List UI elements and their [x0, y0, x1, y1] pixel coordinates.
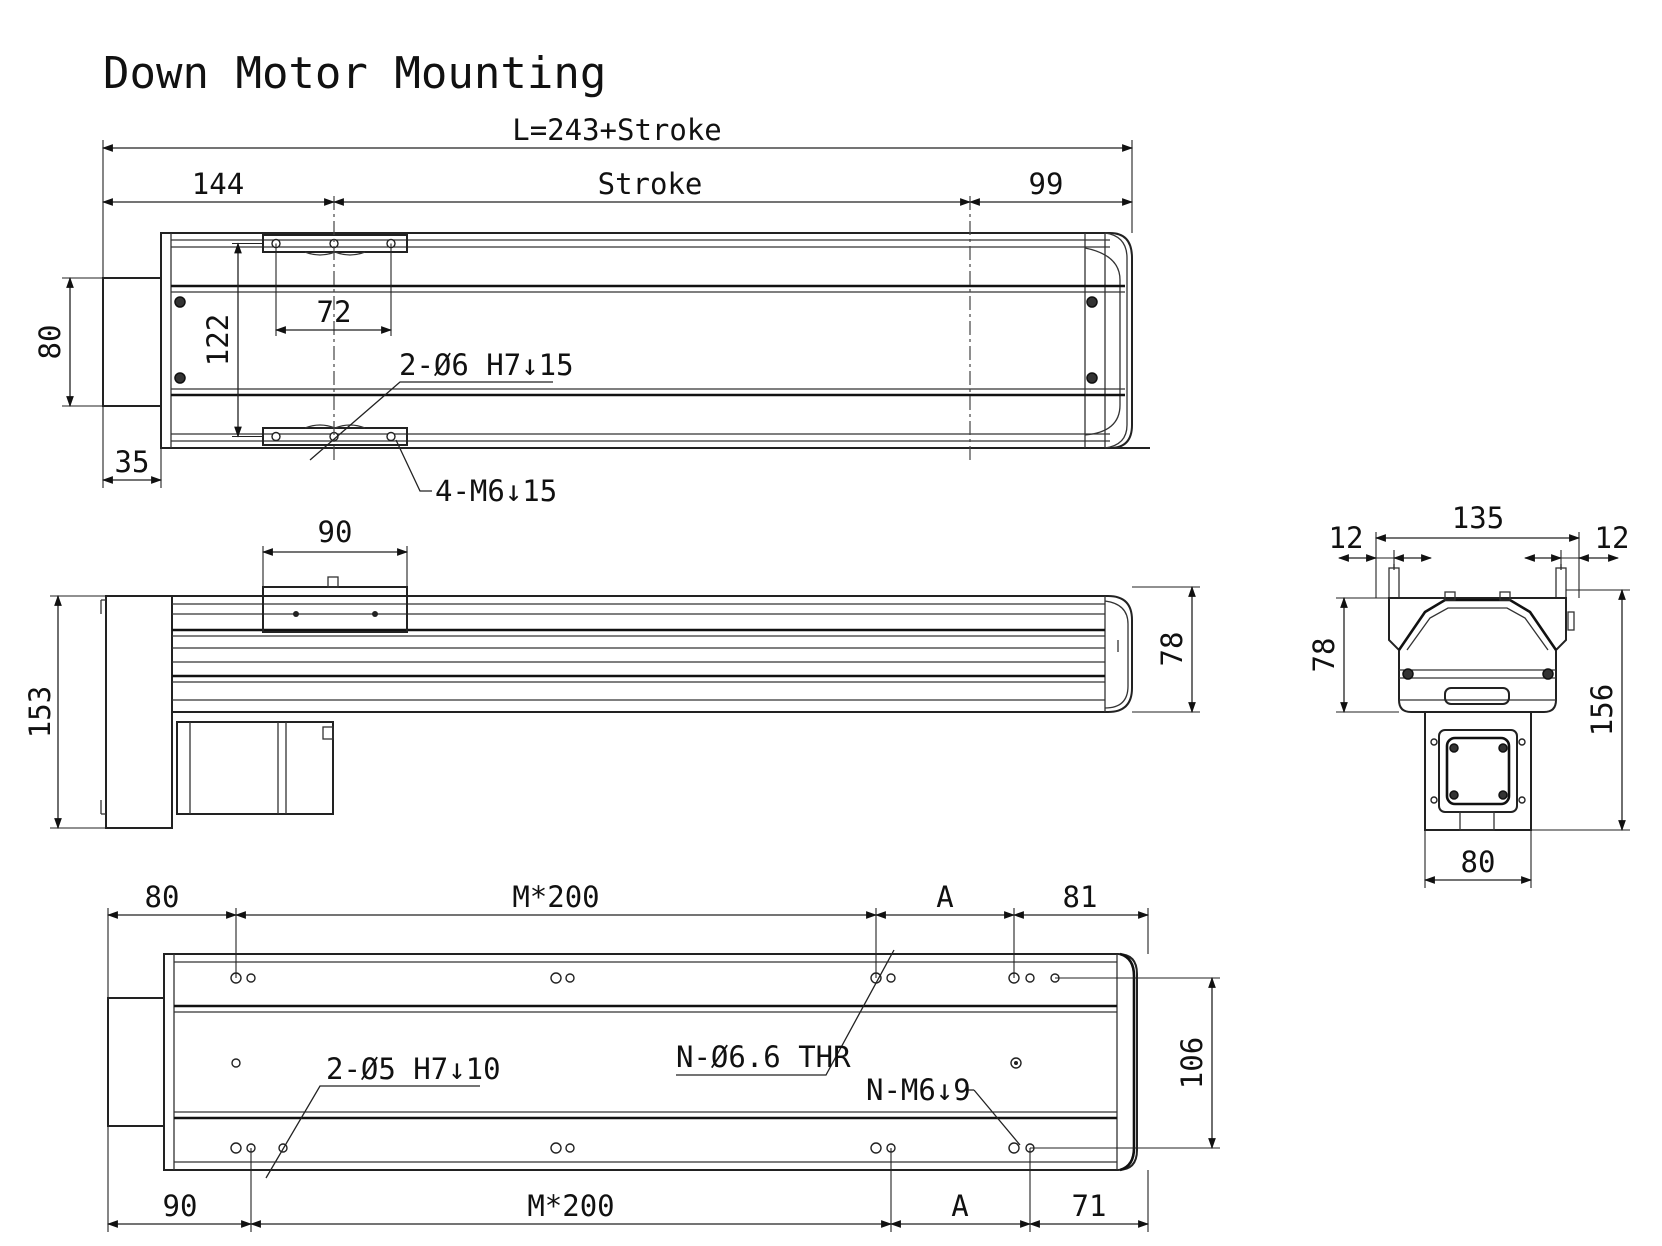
dim-motor-flange: 80 [1461, 845, 1496, 879]
dim-motor-width: 80 [33, 325, 67, 360]
dim-bottom-a: A [951, 1189, 968, 1223]
actuator-body-side [172, 595, 1133, 713]
top-view: L=243+Stroke 144 Stroke 99 80 35 122 72 … [33, 113, 1150, 508]
motor-block-bottom [107, 997, 165, 1127]
note-thru-holes: N-Ø6.6 THR [676, 1040, 851, 1074]
actuator-body-bottom [163, 953, 1138, 1171]
motor-housing [105, 595, 173, 829]
dim-stroke: Stroke [598, 167, 703, 201]
motor-block [102, 277, 162, 407]
side-view: 90 153 78 [23, 515, 1200, 830]
note-screw-holes: 4-M6↓15 [435, 474, 557, 508]
dim-carriage-hole-span: 122 [201, 314, 235, 366]
dim-bottom-right: 71 [1072, 1189, 1107, 1223]
note-bottom-dowel: 2-Ø5 H7↓10 [326, 1052, 501, 1086]
end-profile [1388, 597, 1567, 713]
dim-rail-left: 12 [1329, 521, 1364, 555]
drawing-title: Down Motor Mounting [103, 48, 606, 99]
actuator-body [160, 232, 1133, 449]
end-view: 135 12 12 78 156 80 [1307, 501, 1630, 888]
dim-carriage-length: 90 [318, 515, 353, 549]
dim-carriage-hole-pitch: 72 [317, 295, 352, 329]
dim-top-pitch: M*200 [512, 880, 599, 914]
carriage-side [262, 586, 408, 633]
dim-left-offset: 144 [192, 167, 244, 201]
dim-overall-length: L=243+Stroke [512, 113, 722, 147]
dim-motor-extension: 35 [115, 445, 150, 479]
note-bottom-screws: N-M6↓9 [866, 1073, 971, 1107]
dim-top-right: 81 [1063, 880, 1098, 914]
dim-end-width: 135 [1452, 501, 1504, 535]
bottom-view: 80 M*200 A 81 90 M*200 A 71 106 2-Ø5 H7↓… [106, 880, 1220, 1232]
dim-right-offset: 99 [1029, 167, 1064, 201]
dim-bottom-left: 90 [163, 1189, 198, 1223]
dim-hole-span: 106 [1175, 1037, 1209, 1089]
dim-top-a: A [936, 880, 953, 914]
dim-total-height: 153 [23, 686, 57, 738]
dim-rail-right: 12 [1595, 521, 1630, 555]
dim-bottom-pitch: M*200 [527, 1189, 614, 1223]
dim-top-left: 80 [145, 880, 180, 914]
note-dowel-holes: 2-Ø6 H7↓15 [399, 348, 574, 382]
motor-below [176, 721, 334, 815]
dim-end-body-height: 78 [1307, 638, 1341, 673]
dim-end-total-height: 156 [1585, 684, 1619, 736]
dim-body-height: 78 [1155, 632, 1189, 667]
